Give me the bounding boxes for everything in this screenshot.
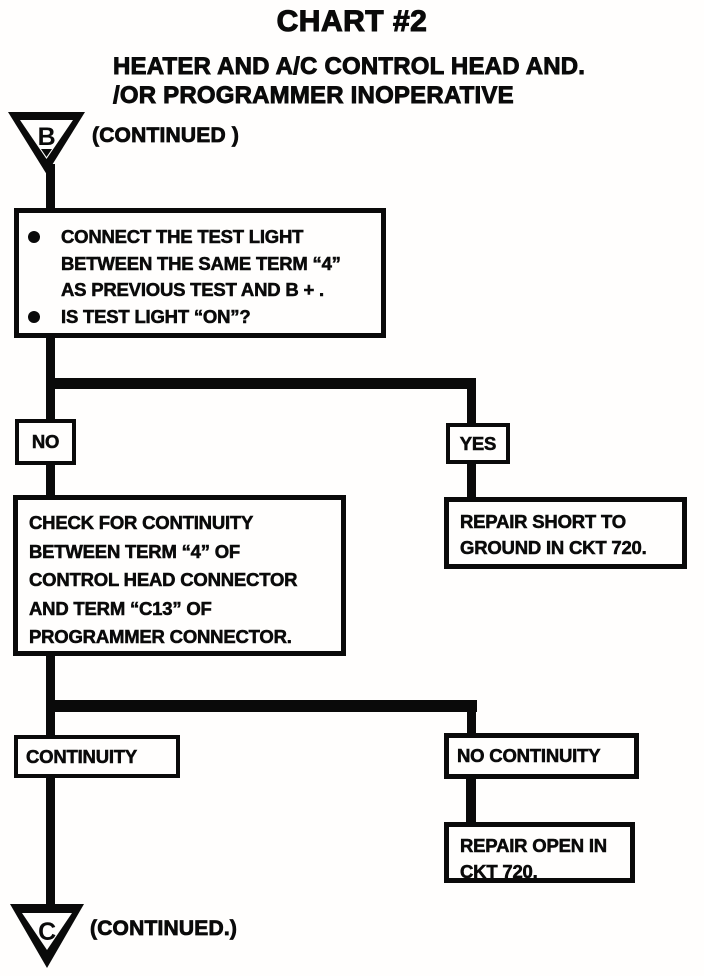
chart-subtitle-line2: /OR PROGRAMMER INOPERATIVE: [113, 82, 514, 110]
connector-line: [46, 700, 477, 712]
chart-subtitle: HEATER AND A/C CONTROL HEAD AND. /OR PRO…: [113, 52, 586, 110]
connector-b-triangle-icon: B: [8, 112, 85, 174]
connector-line: [467, 378, 476, 425]
check-continuity-line: PROGRAMMER CONNECTOR.: [29, 626, 292, 648]
chart-subtitle-line1: HEATER AND A/C CONTROL HEAD AND.: [113, 53, 586, 81]
connector-line: [46, 778, 55, 908]
connector-line: [467, 700, 476, 735]
connector-c-triangle-icon: C: [10, 904, 84, 968]
branch-continuity-box: CONTINUITY: [14, 735, 180, 778]
bullet-item: CONNECT THE TEST LIGHT BETWEEN THE SAME …: [28, 224, 375, 304]
repair-open-line: REPAIR OPEN IN: [460, 835, 608, 857]
check-continuity-box: CHECK FOR CONTINUITY BETWEEN TERM “4” OF…: [13, 495, 346, 656]
bullet-icon: [28, 310, 40, 323]
check-continuity-line: BETWEEN TERM “4” OF: [29, 540, 241, 562]
connector-line: [46, 164, 55, 210]
chart-title: CHART #2: [276, 4, 428, 38]
test-light-line: CONNECT THE TEST LIGHT: [61, 226, 304, 248]
branch-yes-label: YES: [459, 432, 497, 454]
connector-c-letter: C: [38, 918, 56, 946]
connector-line: [46, 656, 55, 739]
connector-b-label: (CONTINUED ): [92, 124, 240, 148]
connector-b-letter: B: [38, 123, 56, 151]
branch-no-box: NO: [15, 419, 76, 465]
branch-continuity-label: CONTINUITY: [26, 745, 138, 767]
branch-no-continuity-label: NO CONTINUITY: [457, 745, 601, 767]
check-continuity-line: AND TERM “C13” OF: [29, 597, 212, 619]
test-light-line: AS PREVIOUS TEST AND B + .: [61, 279, 325, 301]
bullet-icon: [28, 231, 40, 243]
test-light-decision-box: CONNECT THE TEST LIGHT BETWEEN THE SAME …: [14, 208, 386, 338]
test-light-question: IS TEST LIGHT “ON”?: [61, 305, 251, 327]
test-light-line: BETWEEN THE SAME TERM “4”: [61, 252, 341, 274]
connector-line: [46, 465, 55, 495]
connector-line: [467, 464, 476, 497]
connector-line: [466, 779, 476, 823]
repair-short-box: REPAIR SHORT TO GROUND IN CKT 720.: [444, 497, 687, 569]
check-continuity-line: CHECK FOR CONTINUITY: [29, 512, 254, 534]
connector-c-label: (CONTINUED.): [90, 917, 238, 941]
branch-no-continuity-box: NO CONTINUITY: [444, 733, 639, 779]
repair-short-line: GROUND IN CKT 720.: [460, 537, 647, 559]
branch-no-label: NO: [31, 431, 60, 453]
repair-open-line: CKT 720.: [460, 861, 538, 883]
check-continuity-line: CONTROL HEAD CONNECTOR: [29, 569, 298, 591]
repair-short-line: REPAIR SHORT TO: [460, 511, 627, 533]
branch-yes-box: YES: [446, 423, 510, 464]
connector-line: [46, 378, 476, 389]
bullet-item: IS TEST LIGHT “ON”?: [28, 304, 375, 331]
repair-open-box: REPAIR OPEN IN CKT 720.: [444, 822, 635, 883]
